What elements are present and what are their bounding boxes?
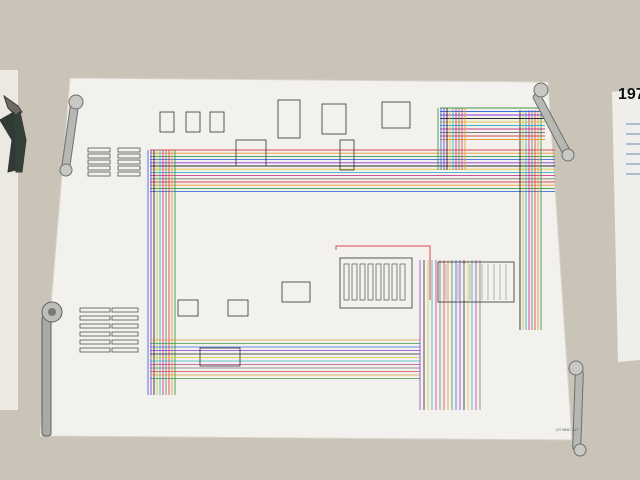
pliers-icon	[0, 94, 27, 173]
wrench-icon	[532, 82, 575, 162]
wire	[335, 245, 431, 300]
component-box	[199, 347, 241, 367]
component-box	[117, 165, 141, 171]
component-box	[339, 139, 355, 171]
wrench-icon	[59, 94, 84, 177]
component-box	[235, 139, 267, 167]
component-box	[367, 263, 374, 301]
component-box	[117, 159, 141, 165]
component-box	[391, 263, 398, 301]
component-box	[351, 263, 358, 301]
component-box	[375, 263, 382, 301]
component-box	[437, 261, 515, 303]
component-box	[87, 171, 111, 177]
component-box	[343, 263, 350, 301]
component-box	[111, 315, 139, 321]
poster-footer-code: UT BNC 117	[556, 427, 579, 432]
right-partial-poster	[612, 88, 640, 362]
component-box	[79, 339, 111, 345]
component-box	[111, 339, 139, 345]
component-box	[399, 263, 406, 301]
component-box	[79, 347, 111, 353]
wrench-icon	[568, 360, 587, 457]
component-box	[209, 111, 225, 133]
component-box	[177, 299, 199, 317]
component-box	[111, 347, 139, 353]
right-poster-lines	[626, 123, 640, 175]
component-box	[87, 165, 111, 171]
component-box	[381, 101, 411, 129]
component-box	[79, 331, 111, 337]
component-box	[87, 159, 111, 165]
wiring-diagram	[79, 99, 555, 410]
component-box	[227, 299, 249, 317]
component-box	[185, 111, 201, 133]
component-box	[339, 257, 413, 309]
component-box	[321, 103, 347, 135]
component-box	[87, 147, 111, 153]
component-box	[79, 307, 111, 313]
component-box	[277, 99, 301, 139]
component-box	[281, 281, 311, 303]
component-box	[79, 315, 111, 321]
component-box	[111, 323, 139, 329]
component-box	[359, 263, 366, 301]
component-box	[159, 111, 175, 133]
right-poster-year-label: 197	[618, 86, 640, 103]
component-box	[117, 153, 141, 159]
component-box	[117, 171, 141, 177]
component-box	[79, 323, 111, 329]
component-box	[111, 307, 139, 313]
ratchet-icon	[41, 301, 63, 437]
component-box	[383, 263, 390, 301]
component-box	[111, 331, 139, 337]
component-box	[117, 147, 141, 153]
component-box	[87, 153, 111, 159]
